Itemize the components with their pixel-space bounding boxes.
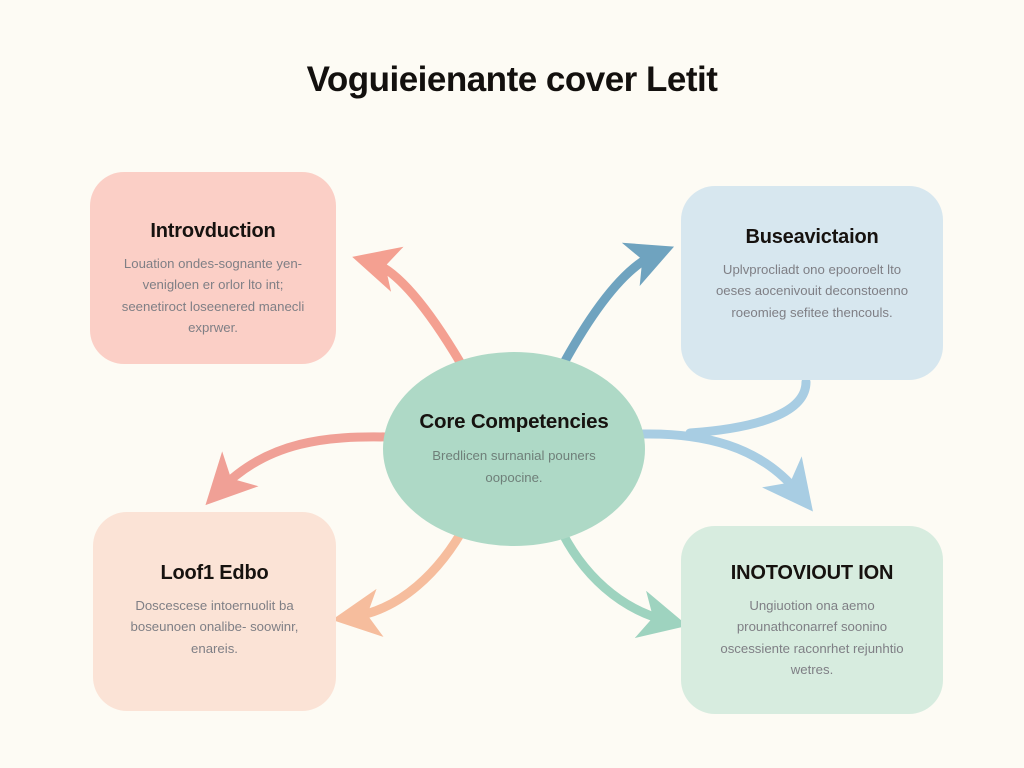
arrow-top-right-return [685, 377, 811, 438]
node-top-right-body: Uplvprocliadt ono epooroelt lto oeses ao… [715, 262, 909, 320]
node-center-title: Core Competencies [419, 409, 609, 433]
node-top-left-title: Introvduction [150, 220, 276, 242]
node-top-right-title: Buseavictaion [745, 226, 879, 248]
page-title: Voguieienante cover Letit [306, 60, 718, 99]
node-bottom-right-body: Ungiuotion ona aemo prounathconarref soo… [720, 598, 904, 678]
arrow-to-top-left [352, 246, 472, 379]
node-top-left[interactable]: Introvduction Louation ondes-sognante ye… [90, 172, 336, 364]
node-bottom-right[interactable]: INOTOVIOUT ION Ungiuotion ona aemo proun… [681, 526, 943, 714]
arrow-to-left [205, 432, 391, 506]
arrow-to-bottom-left [331, 519, 471, 637]
node-bottom-left[interactable]: Loof1 Edbo Doscescese intoernuolit ba bo… [93, 512, 336, 711]
node-center[interactable]: Core Competencies Bredlicen surnanial po… [383, 352, 645, 546]
node-bottom-right-title: INOTOVIOUT ION [730, 562, 894, 584]
node-center-body: Bredlicen surnanial pouners oopocine. [432, 448, 596, 485]
arrow-to-bottom-right [553, 519, 688, 639]
node-bottom-left-body: Doscescese intoernuolit ba boseunoen ona… [130, 598, 299, 656]
arrow-to-top-right [554, 242, 675, 377]
node-top-right[interactable]: Buseavictaion Uplvprocliadt ono epooroel… [681, 186, 943, 380]
node-top-left-body: Louation ondes-sognante yen-venigloen er… [121, 256, 305, 336]
node-bottom-left-title: Loof1 Edbo [160, 562, 269, 584]
arrow-to-right [638, 429, 813, 512]
